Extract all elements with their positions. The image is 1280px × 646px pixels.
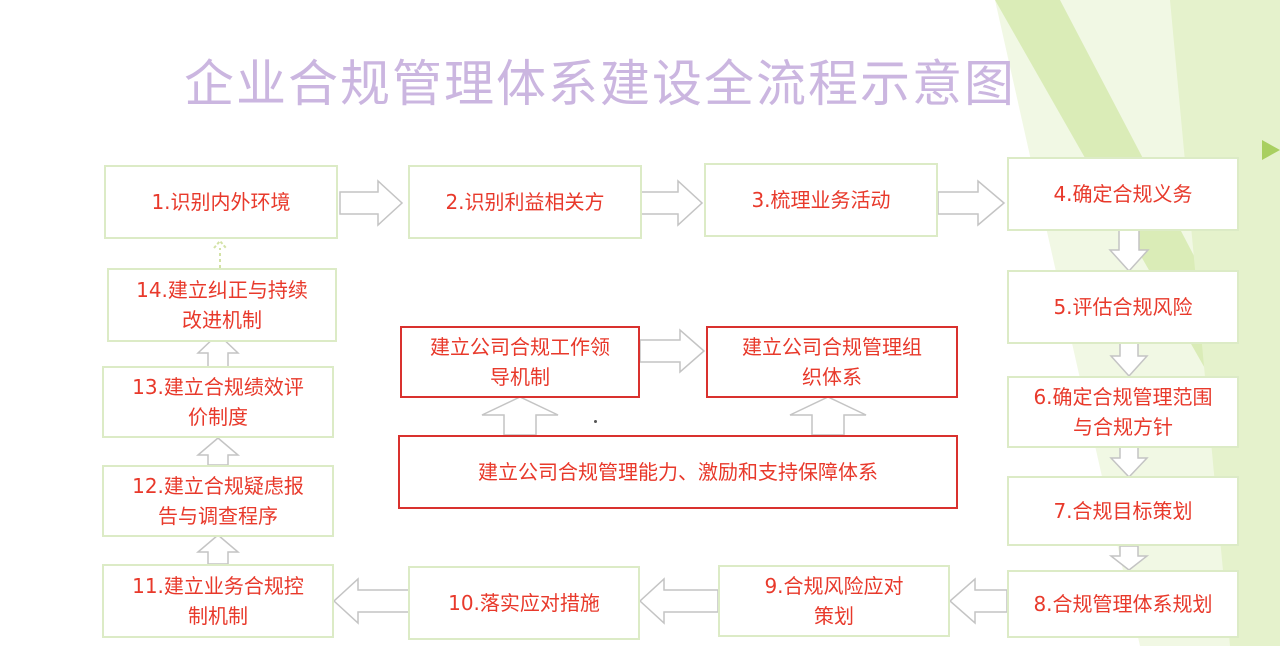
step-9-label: 9.合规风险应对策划	[764, 574, 904, 628]
step-7-box: 7.合规目标策划	[1007, 476, 1239, 546]
support-organization-box: 建立公司合规管理组织体系	[706, 326, 958, 398]
step-5-box: 5.评估合规风险	[1007, 270, 1239, 344]
step-6-box: 6.确定合规管理范围与合规方针	[1007, 376, 1239, 448]
step-9-box: 9.合规风险应对策划	[718, 565, 950, 637]
support-leadership-box: 建立公司合规工作领导机制	[400, 326, 640, 398]
step-11-label: 11.建立业务合规控制机制	[132, 574, 304, 628]
support-leadership-label: 建立公司合规工作领导机制	[430, 335, 610, 389]
step-6-label: 6.确定合规管理范围与合规方针	[1033, 385, 1213, 439]
step-13-label: 13.建立合规绩效评价制度	[132, 375, 304, 429]
page-title: 企业合规管理体系建设全流程示意图	[184, 55, 1016, 113]
step-4-label: 4.确定合规义务	[1053, 182, 1193, 206]
step-5-label: 5.评估合规风险	[1053, 295, 1193, 319]
step-10-box: 10.落实应对措施	[408, 566, 640, 640]
stray-dot	[594, 420, 597, 423]
step-1-box: 1.识别内外环境	[104, 165, 338, 239]
step-1-label: 1.识别内外环境	[151, 190, 291, 214]
step-7-label: 7.合规目标策划	[1053, 499, 1193, 523]
step-10-label: 10.落实应对措施	[448, 591, 600, 615]
step-11-box: 11.建立业务合规控制机制	[102, 564, 334, 638]
support-capability-label: 建立公司合规管理能力、激励和支持保障体系	[478, 460, 878, 484]
decor-triangle-marker	[1262, 140, 1280, 160]
step-3-label: 3.梳理业务活动	[751, 188, 891, 212]
step-14-box: 14.建立纠正与持续改进机制	[107, 268, 337, 342]
step-12-box: 12.建立合规疑虑报告与调查程序	[102, 465, 334, 537]
step-8-label: 8.合规管理体系规划	[1033, 592, 1213, 616]
step-8-box: 8.合规管理体系规划	[1007, 570, 1239, 638]
step-13-box: 13.建立合规绩效评价制度	[102, 366, 334, 438]
step-4-box: 4.确定合规义务	[1007, 157, 1239, 231]
support-capability-box: 建立公司合规管理能力、激励和支持保障体系	[398, 435, 958, 509]
support-organization-label: 建立公司合规管理组织体系	[742, 335, 922, 389]
step-3-box: 3.梳理业务活动	[704, 163, 938, 237]
step-2-label: 2.识别利益相关方	[445, 190, 605, 214]
step-14-label: 14.建立纠正与持续改进机制	[136, 278, 308, 332]
step-12-label: 12.建立合规疑虑报告与调查程序	[132, 474, 304, 528]
step-2-box: 2.识别利益相关方	[408, 165, 642, 239]
